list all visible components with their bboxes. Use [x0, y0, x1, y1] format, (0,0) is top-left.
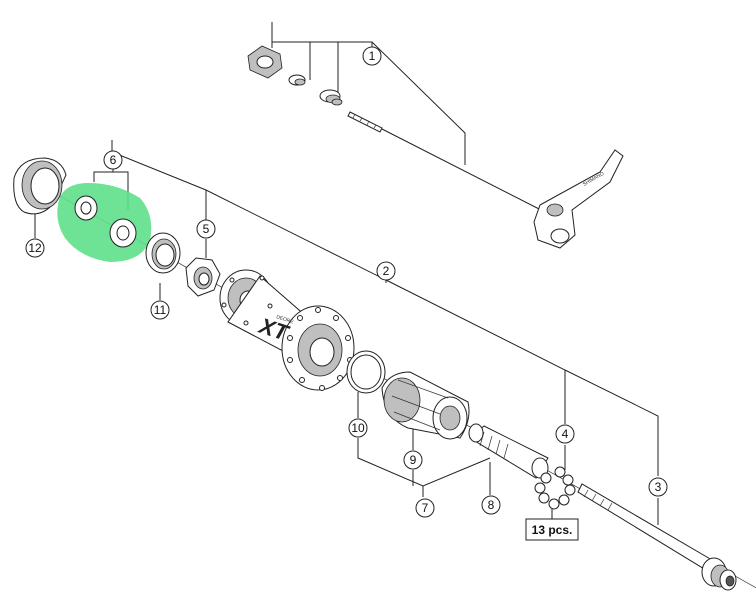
callouts: 1 2 3 4 5 6 7 8: [25, 46, 668, 518]
svg-text:6: 6: [110, 153, 117, 167]
highlight-blob: [57, 182, 152, 262]
callout-10: 10: [348, 418, 368, 438]
part-11-washer: [145, 232, 181, 274]
hub-logo-small: DEORE: [275, 314, 294, 325]
callout-6: 6: [103, 150, 123, 170]
callout-12: 12: [25, 238, 45, 258]
callout-1: 1: [362, 46, 382, 66]
quick-release-skewer: SHIMANO: [247, 45, 624, 249]
callout-9: 9: [403, 450, 423, 470]
callout-5: 5: [196, 219, 216, 239]
callout-8: 8: [481, 495, 501, 515]
callout-2: 2: [376, 261, 396, 281]
part-9-freehub-body: [381, 371, 470, 440]
svg-text:10: 10: [351, 421, 365, 435]
quantity-note-text: 13 pcs.: [532, 523, 573, 537]
part-3-axle: [577, 483, 737, 591]
svg-text:8: 8: [488, 498, 495, 512]
callout-11: 11: [150, 300, 170, 320]
spring-small: [288, 74, 306, 86]
part-4-bearing-balls: [534, 466, 576, 510]
svg-text:7: 7: [422, 501, 429, 515]
part-8-axle-tube: [468, 423, 549, 479]
part-12-cap: [13, 157, 67, 215]
svg-text:11: 11: [154, 303, 167, 317]
spring-large: [319, 89, 343, 106]
callout-3: 3: [648, 477, 668, 497]
svg-text:12: 12: [28, 241, 42, 255]
svg-text:3: 3: [655, 480, 662, 494]
callout-4: 4: [555, 424, 575, 444]
svg-text:5: 5: [203, 222, 210, 236]
callout-7: 7: [415, 498, 435, 518]
part-10-spacer-ring: [346, 350, 386, 394]
quantity-note: 13 pcs.: [525, 508, 579, 541]
leader-lines: [34, 22, 756, 589]
part-5-locknut: [185, 257, 221, 297]
svg-text:1: 1: [369, 49, 376, 63]
svg-text:4: 4: [562, 427, 569, 441]
svg-text:9: 9: [410, 453, 417, 467]
part-2-hub-body: XT DEORE: [219, 269, 355, 391]
part-6-cones-highlighted: [57, 182, 152, 262]
svg-text:2: 2: [383, 264, 390, 278]
